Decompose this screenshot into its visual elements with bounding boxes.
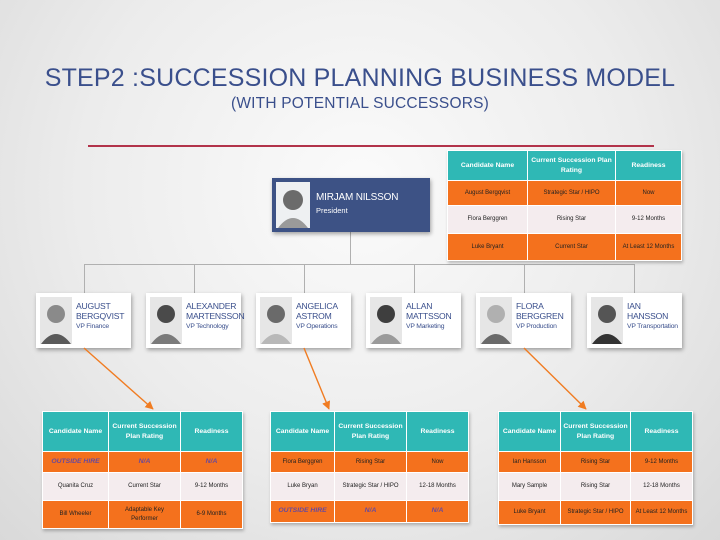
arrow-operations <box>304 348 329 409</box>
arrow-finance <box>84 348 153 409</box>
arrow-production <box>524 348 586 409</box>
